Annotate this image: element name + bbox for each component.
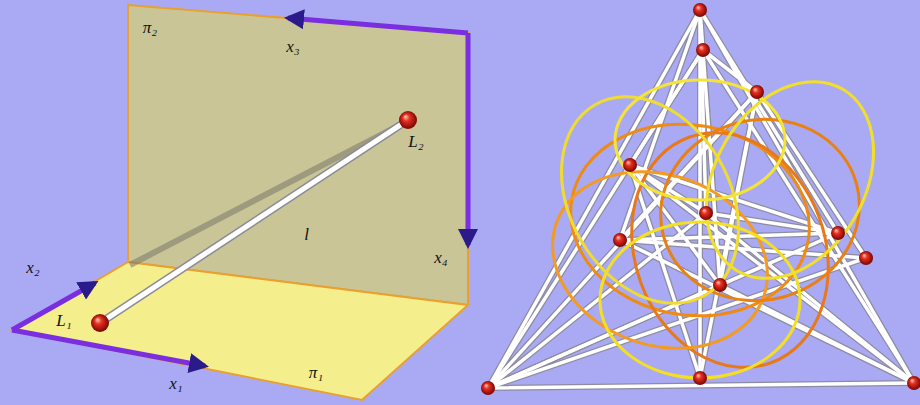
axis-arrow: [466, 33, 471, 245]
axis-label: x₃: [286, 38, 299, 57]
line-label: l: [304, 225, 309, 244]
axis-label: π₁: [309, 364, 323, 383]
tube-outline: [108, 125, 401, 318]
line-shadow: [130, 126, 398, 265]
axis-label: x₁: [169, 375, 182, 394]
axis-arrow: [12, 283, 95, 330]
axis-label: x₄: [434, 249, 447, 268]
line-tube: [108, 125, 401, 318]
sphere: [399, 111, 417, 129]
axis-arrow: [12, 330, 205, 366]
point-sphere: [398, 110, 418, 130]
point-node: L₁: [90, 313, 110, 333]
point-label: L₂: [408, 133, 423, 152]
point-label: L₁: [56, 312, 71, 331]
sphere: [91, 314, 109, 332]
axis-label: π₂: [143, 19, 157, 38]
point-sphere: [90, 313, 110, 333]
line-configuration: [481, 3, 920, 395]
point-node: L₂: [398, 110, 418, 130]
horizontal-plane: [12, 262, 468, 400]
vertical-plane: [128, 5, 468, 305]
axis-label: x₂: [26, 259, 39, 278]
axis-arrow: [288, 18, 468, 33]
